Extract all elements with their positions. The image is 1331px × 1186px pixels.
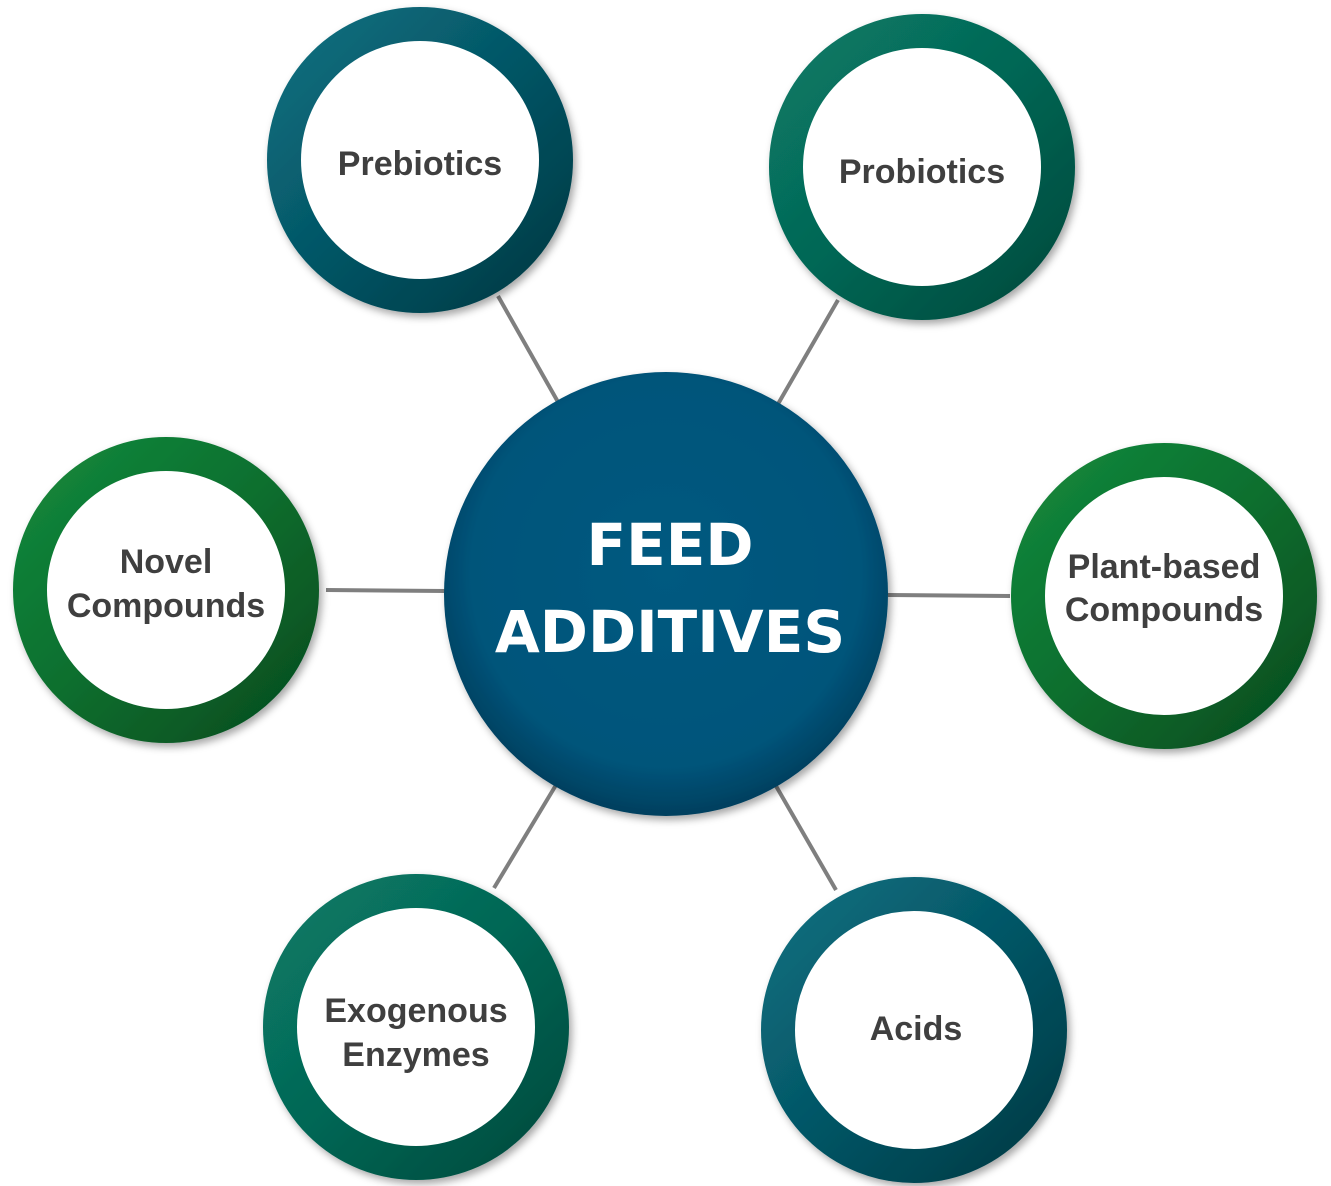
novel-compounds-label-line2: Compounds xyxy=(67,587,265,625)
node-plant-based-compounds: Plant-based Compounds xyxy=(1011,443,1317,749)
probiotics-label: Probiotics xyxy=(839,153,1005,191)
connector-prebiotics xyxy=(496,295,560,403)
node-acids: Acids xyxy=(761,877,1067,1183)
node-novel-compounds: Novel Compounds xyxy=(13,437,319,743)
novel-compounds-ring xyxy=(13,437,319,743)
novel-compounds-label-line1: Novel xyxy=(120,543,213,581)
connector-plant-based-compounds xyxy=(887,593,1011,598)
plant-based-compounds-ring xyxy=(1011,443,1317,749)
exogenous-enzymes-label-line1: Exogenous xyxy=(324,992,507,1030)
hub-title-line1: FEED xyxy=(586,511,753,579)
probiotics-ring xyxy=(769,14,1075,320)
plant-based-compounds-label-line1: Plant-based xyxy=(1068,548,1261,586)
connectors xyxy=(325,295,1011,891)
connector-probiotics xyxy=(776,299,840,405)
exogenous-enzymes-label-line2: Enzymes xyxy=(342,1036,489,1074)
prebiotics-ring xyxy=(267,7,573,313)
node-exogenous-enzymes: Exogenous Enzymes xyxy=(263,874,569,1180)
acids-label: Acids xyxy=(870,1010,963,1048)
connector-novel-compounds xyxy=(325,588,447,593)
prebiotics-label: Prebiotics xyxy=(338,145,502,183)
exogenous-enzymes-ring xyxy=(263,874,569,1180)
connector-acids xyxy=(774,785,838,891)
acids-ring xyxy=(761,877,1067,1183)
connector-exogenous-enzymes xyxy=(492,783,558,890)
node-probiotics: Probiotics xyxy=(769,14,1075,320)
plant-based-compounds-label-line2: Compounds xyxy=(1065,591,1263,629)
node-prebiotics: Prebiotics xyxy=(267,7,573,313)
hub-node: FEED ADDITIVES xyxy=(444,372,888,816)
hub-title-line2: ADDITIVES xyxy=(495,598,845,666)
hub-circle xyxy=(444,372,888,816)
